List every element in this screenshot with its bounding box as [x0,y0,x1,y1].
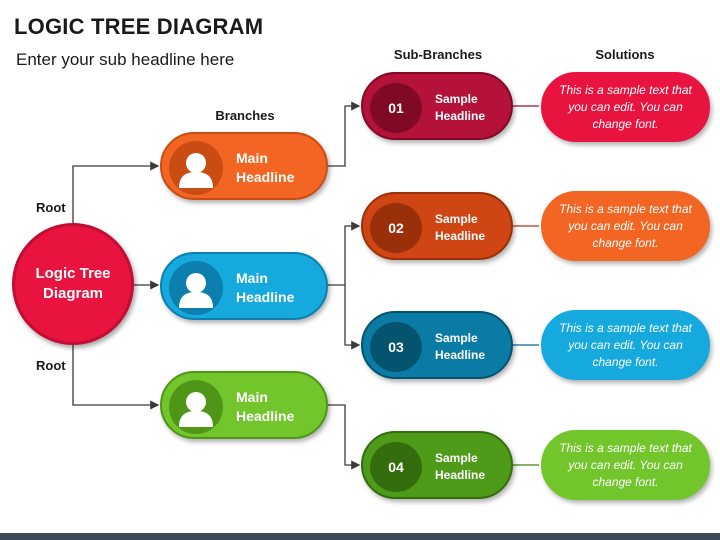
branch-node-1: Main Headline [160,132,328,200]
solution-2-text: This is a sample text that you can edit.… [559,201,692,250]
branch-node-2: Main Headline [160,252,328,320]
sub-branch-3-number: 03 [370,322,422,372]
root-to-branch-3-connector [72,345,160,410]
solution-node-3: This is a sample text that you can edit.… [541,310,710,380]
root-node: Logic Tree Diagram [12,223,134,345]
sub-branch-2-number: 02 [370,203,422,253]
sub-branch-2-headline: Sample Headline [435,212,486,243]
branch-2-to-sub-3-connector [344,285,361,350]
page-subtitle: Enter your sub headline here [16,50,235,69]
sub-branch-1-number: 01 [370,83,422,133]
sub-branch-1-headline: Sample Headline [435,92,486,123]
branches-column-label: Branches [215,108,275,123]
person-icon [169,380,223,434]
root-label-bottom: Root [36,358,66,373]
solution-1-text: This is a sample text that you can edit.… [559,82,692,131]
branch-1-headline: Main Headline [236,150,295,185]
sub-branch-node-1: 01 Sample Headline [361,72,513,140]
solution-node-4: This is a sample text that you can edit.… [541,430,710,500]
branch-3-to-sub-4-connector [328,404,361,470]
sub-branches-column-label: Sub-Branches [393,47,483,62]
person-icon [169,141,223,195]
branch-2-headline: Main Headline [236,270,295,305]
solution-node-2: This is a sample text that you can edit.… [541,191,710,261]
root-label-top: Root [36,200,66,215]
branch-2-to-sub-2-connector [344,221,361,285]
solution-node-1: This is a sample text that you can edit.… [541,72,710,142]
sub-branch-4-headline: Sample Headline [435,451,486,482]
root-to-branch-1-connector [72,161,160,223]
sub-branch-node-3: 03 Sample Headline [361,311,513,379]
solution-3-text: This is a sample text that you can edit.… [559,320,692,369]
sub-branch-4-number: 04 [370,442,422,492]
page-title: LOGIC TREE DIAGRAM [14,14,264,39]
root-node-label: Logic Tree Diagram [35,265,111,302]
solutions-column-label: Solutions [595,47,655,62]
bottom-accent-bar [0,533,720,540]
sub-branch-node-2: 02 Sample Headline [361,192,513,260]
branch-node-3: Main Headline [160,371,328,439]
person-icon [169,261,223,315]
solution-4-text: This is a sample text that you can edit.… [559,440,692,489]
sub-branch-3-headline: Sample Headline [435,331,486,362]
sub-branch-node-4: 04 Sample Headline [361,431,513,499]
branch-1-to-sub-1-connector [328,101,361,167]
branch-3-headline: Main Headline [236,389,295,424]
